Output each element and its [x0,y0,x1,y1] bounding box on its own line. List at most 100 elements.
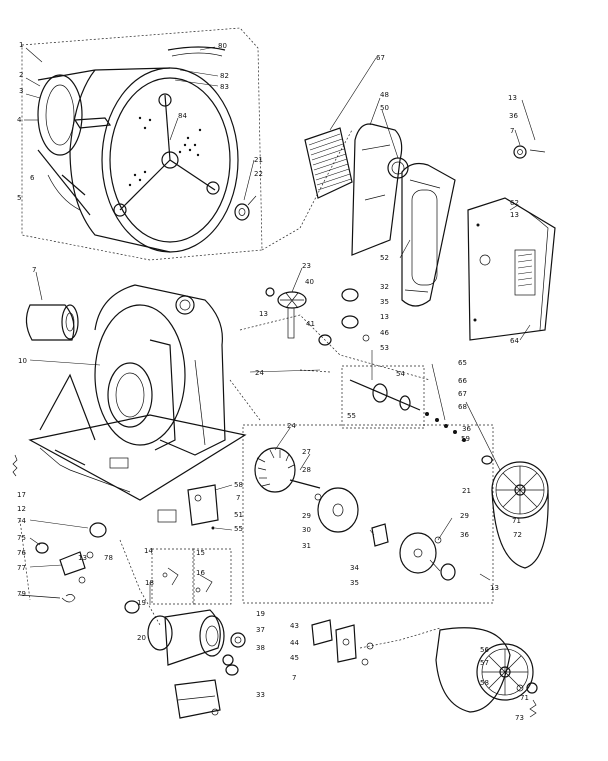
part-label-17: 17 [17,491,26,499]
part-label-62: 62 [510,199,519,207]
motor-housing-left [25,304,79,341]
part-label-24a: 24 [255,369,264,377]
part-label-51: 51 [234,511,243,519]
drum-perforations [128,116,202,187]
rear-panel [467,197,556,341]
part-label-24b: 24 [287,422,296,430]
part-label-13e: 13 [490,584,499,592]
blower-duct [351,123,456,307]
part-label-36c: 36 [460,531,469,539]
part-label-7a: 7 [510,127,514,135]
part-label-36b: 36 [462,425,471,433]
part-label-84: 84 [178,112,187,120]
part-label-21b: 21 [462,487,471,495]
part-label-2: 2 [19,71,23,79]
part-label-28: 28 [302,466,311,474]
part-label-27: 27 [302,448,311,456]
part-label-29a: 29 [302,512,311,520]
part-label-52: 52 [380,254,389,262]
part-label-3: 3 [19,87,23,95]
part-label-21a: 21 [254,156,263,164]
idler-shaft-assembly [349,379,466,442]
part-label-13f: 13 [78,554,87,562]
part-label-73: 73 [515,714,524,722]
part-label-83a: 83 [220,83,229,91]
part-label-82: 82 [220,72,229,80]
part-label-35a: 35 [380,298,389,306]
pulley-group [254,447,491,581]
part-label-23: 23 [302,262,311,270]
part-label-75: 75 [17,534,26,542]
part-label-43: 43 [290,622,299,630]
lint-screen [304,127,353,199]
part-label-19b: 19 [256,610,265,618]
part-label-45: 45 [290,654,299,662]
bearing-top-right [513,145,546,159]
part-label-74: 74 [17,517,26,525]
part-label-77: 77 [17,564,26,572]
part-label-13a: 13 [508,94,517,102]
part-label-80: 80 [218,42,227,50]
part-label-32: 32 [380,283,389,291]
small-switch-parts [162,567,213,593]
part-label-72: 72 [513,531,522,539]
part-label-48: 48 [380,91,389,99]
part-label-46: 46 [380,329,389,337]
part-label-10: 10 [18,357,27,365]
part-label-34: 34 [350,564,359,572]
part-label-7c: 7 [236,494,240,502]
part-label-5: 5 [17,194,21,202]
part-label-54: 54 [396,370,405,378]
part-label-64: 64 [510,337,519,345]
part-label-31: 31 [302,542,311,550]
part-label-30: 30 [302,526,311,534]
part-label-36a: 36 [509,112,518,120]
part-label-41: 41 [306,320,315,328]
leader-lines [24,46,536,605]
part-label-79: 79 [17,590,26,598]
motor-bracket [157,484,219,530]
part-label-14: 14 [144,547,153,555]
switch-assembly [311,619,374,666]
drum-assembly [37,46,239,253]
part-label-19a: 19 [137,599,146,607]
part-label-71a: 71 [512,517,521,525]
part-label-16: 16 [196,569,205,577]
part-label-37: 37 [256,626,265,634]
part-label-13d: 13 [380,313,389,321]
part-label-57: 57 [480,659,489,667]
part-label-22: 22 [254,170,263,178]
part-label-13b: 13 [510,211,519,219]
part-label-15: 15 [196,549,205,557]
part-label-18: 18 [145,579,154,587]
group-outlines [19,27,494,649]
part-label-7b: 7 [32,266,36,274]
part-label-67b: 67 [458,390,467,398]
part-label-66: 66 [458,377,467,385]
part-label-13c: 13 [259,310,268,318]
part-label-56: 56 [480,646,489,654]
part-label-40: 40 [305,278,314,286]
part-label-12: 12 [17,505,26,513]
part-label-44: 44 [290,639,299,647]
part-label-6: 6 [30,174,35,182]
idler-parts [12,454,107,603]
part-number-labels: 1 2 3 4 5 6 80 82 83 84 21 22 67 48 50 5… [17,41,529,722]
cabinet-frame [28,284,247,501]
part-label-53: 53 [380,344,389,352]
part-label-58b: 58 [480,679,489,687]
drive-pulley-right [481,455,549,569]
part-label-38: 38 [256,644,265,652]
drive-pulley-bottom [435,627,538,718]
part-label-35b: 35 [350,579,359,587]
part-label-83b: 33 [256,691,265,699]
support-roller [234,195,257,221]
part-label-50: 50 [380,104,389,112]
drive-motor [124,600,246,719]
part-label-68: 68 [458,403,467,411]
part-label-67a: 67 [376,54,385,62]
part-label-58a: 58 [234,481,243,489]
part-label-20: 20 [137,634,146,642]
part-label-55b: 55 [234,525,243,533]
